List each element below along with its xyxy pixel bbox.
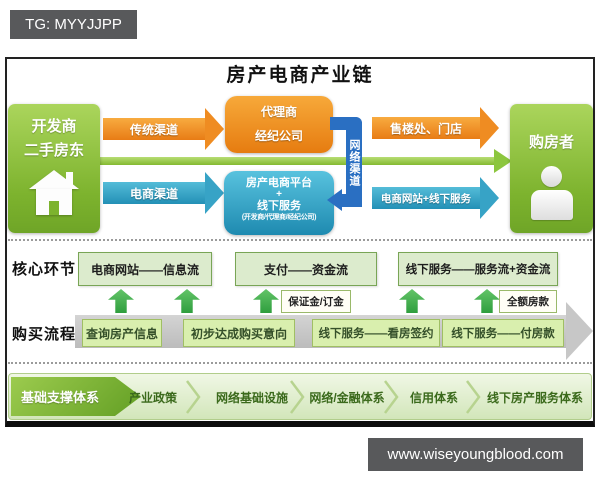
agent-box: 代理商 经纪公司 — [225, 96, 333, 153]
ecommerce-channel-arrow: 电商渠道 — [103, 172, 224, 214]
flow-step-2: 初步达成购买意向 — [183, 319, 295, 347]
flow-step-4: 线下服务——付房款 — [442, 319, 564, 347]
foundation-band: 基础支撑体系 产业政策 网络基础设施 网络/金融体系 信用体系 线下房产服务体系 — [8, 373, 592, 420]
tg-watermark-badge: TG: MYYJJPP — [10, 10, 137, 39]
seller-line2: 二手房东 — [23, 142, 84, 159]
dashed-divider-bottom — [8, 362, 592, 364]
agent-line2: 经纪公司 — [254, 129, 303, 143]
agent-line1: 代理商 — [260, 105, 297, 119]
foundation-item-offline-service: 线下房产服务体系 — [486, 391, 583, 405]
platform-box: 房产电商平台 + 线下服务 (开发商/代理商/经纪公司) — [224, 171, 334, 235]
arrow-head-icon — [480, 177, 499, 219]
flow-step-3: 线下服务——看房签约 — [312, 319, 440, 347]
pipe-arrow-head-icon — [327, 189, 342, 211]
diagram-title: 房产电商产业链 — [226, 65, 374, 86]
arrow-head-icon — [205, 108, 224, 150]
traditional-channel-label: 传统渠道 — [129, 122, 178, 137]
person-head — [541, 166, 562, 187]
chevron-separator-icon — [290, 380, 305, 414]
platform-line3: 线下服务 — [257, 200, 301, 212]
house-chimney — [66, 172, 73, 185]
foundation-item-finance: 网络/金融体系 — [309, 391, 385, 405]
full-payment-note: 全额房款 — [499, 290, 557, 313]
traditional-channel-arrow: 传统渠道 — [103, 108, 224, 150]
sales-office-label: 售楼处、门店 — [389, 121, 462, 136]
arrow-head-icon — [480, 107, 499, 149]
foundation-item-network-infra: 网络基础设施 — [215, 391, 288, 405]
platform-line4: (开发商/代理商/经纪公司) — [241, 214, 317, 221]
core-box-offline: 线下服务——服务流+资金流 — [398, 252, 558, 286]
pipe-bottom-segment — [341, 194, 362, 207]
person-torso — [531, 190, 573, 220]
flow-step-1: 查询房产信息 — [82, 319, 162, 347]
foundation-item-credit: 信用体系 — [409, 391, 458, 405]
network-channel-label: 网络渠道 — [348, 139, 360, 187]
web-offline-label: 电商网站+线下服务 — [380, 192, 472, 205]
house-door — [49, 201, 59, 215]
seller-box: 开发商 二手房东 — [8, 104, 100, 233]
ecommerce-channel-label: 电商渠道 — [129, 186, 178, 201]
site-watermark-badge: www.wiseyoungblood.com — [368, 438, 583, 471]
buyer-label: 购房者 — [528, 134, 574, 151]
chevron-separator-icon — [384, 380, 399, 414]
dashed-divider-top — [8, 239, 592, 241]
house-icon — [29, 170, 79, 220]
site-watermark-text: www.wiseyoungblood.com — [387, 446, 564, 463]
chevron-separator-icon — [466, 380, 481, 414]
buyer-person-icon — [531, 166, 573, 222]
arrow-head-icon — [205, 172, 224, 214]
chevron-separator-icon — [186, 380, 201, 414]
foundation-label-arrow: 基础支撑体系 — [11, 377, 141, 416]
core-box-payment: 支付——资金流 — [235, 252, 377, 286]
pipe-vertical-segment — [346, 117, 362, 207]
foundation-item-policy: 产业政策 — [128, 391, 177, 405]
direct-flow-arrow-head-icon — [494, 149, 512, 173]
foundation-label: 基础支撑体系 — [21, 390, 100, 405]
seller-line1: 开发商 — [31, 118, 77, 135]
deposit-note: 保证金/订金 — [281, 290, 351, 313]
purchase-flow-arrow-head-icon — [566, 302, 593, 360]
web-offline-arrow: 电商网站+线下服务 — [372, 177, 499, 219]
buyer-box: 购房者 — [510, 104, 593, 233]
direct-flow-arrow — [96, 157, 494, 165]
sales-office-arrow: 售楼处、门店 — [372, 107, 499, 149]
core-box-website: 电商网站——信息流 — [78, 252, 212, 286]
platform-line2: + — [276, 189, 282, 200]
tg-watermark-text: TG: MYYJJPP — [25, 16, 122, 33]
core-section-label: 核心环节 — [12, 261, 77, 278]
flow-section-label: 购买流程 — [12, 326, 77, 343]
platform-line1: 房产电商平台 — [246, 177, 312, 189]
